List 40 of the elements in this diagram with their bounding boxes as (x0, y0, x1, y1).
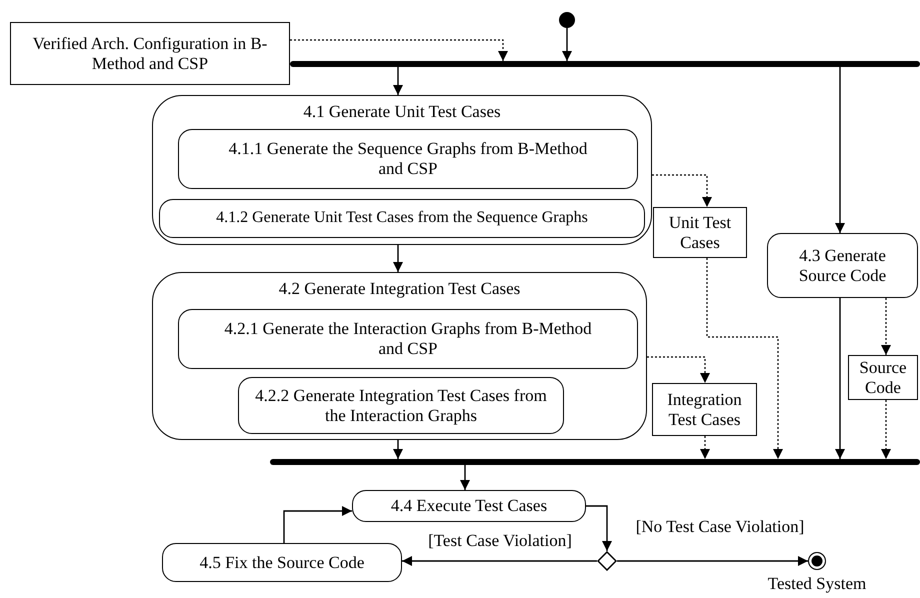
arrow (617, 556, 808, 566)
action-box: 4.4 Execute Test Cases (352, 490, 586, 522)
arrow (647, 356, 710, 383)
activity-group (152, 272, 647, 440)
arrow (393, 245, 403, 272)
arrow (835, 67, 845, 233)
arrow (706, 258, 783, 459)
activity-group (152, 95, 652, 245)
arrow (393, 440, 403, 459)
object-box: Unit Test Cases (653, 207, 747, 258)
arrow (290, 39, 508, 61)
guard-label: [Test Case Violation] (426, 531, 574, 551)
arrow (881, 298, 891, 355)
action-box: 4.1.2 Generate Unit Test Cases from the Sequence Graphs (159, 199, 645, 238)
action-box: 4.2.2 Generate Integration Test Cases from the Interaction Graphs (238, 377, 564, 434)
action-box: 4.2.1 Generate the Interaction Graphs from B-Method and CSP (178, 309, 638, 369)
synchronization-bar (290, 61, 920, 67)
object-box: Source Code (848, 355, 918, 400)
action-box: 4.3 Generate Source Code (767, 233, 918, 298)
action-box: 4.1.1 Generate the Sequence Graphs from B-Method and CSP (178, 129, 638, 189)
group-title: 4.1 Generate Unit Test Cases (302, 102, 502, 122)
arrow (402, 556, 597, 566)
action-box: 4.5 Fix the Source Code (162, 543, 402, 582)
arrow (460, 465, 470, 490)
object-box: Integration Test Cases (652, 383, 757, 436)
synchronization-bar (270, 459, 920, 465)
group-title: 4.2 Generate Integration Test Cases (278, 279, 522, 299)
arrow (586, 505, 612, 551)
arrow (881, 400, 891, 459)
arrow (700, 436, 710, 459)
node-caption: Tested System (768, 574, 866, 594)
arrow (652, 174, 712, 207)
object-box: Verified Arch. Configuration in B-Method and CSP (10, 22, 290, 85)
arrow (835, 298, 845, 459)
decision-diamond (597, 551, 617, 571)
final-node (808, 552, 826, 570)
arrow (393, 67, 403, 95)
arrow (283, 506, 352, 543)
arrow (562, 28, 572, 61)
initial-node (559, 12, 575, 28)
